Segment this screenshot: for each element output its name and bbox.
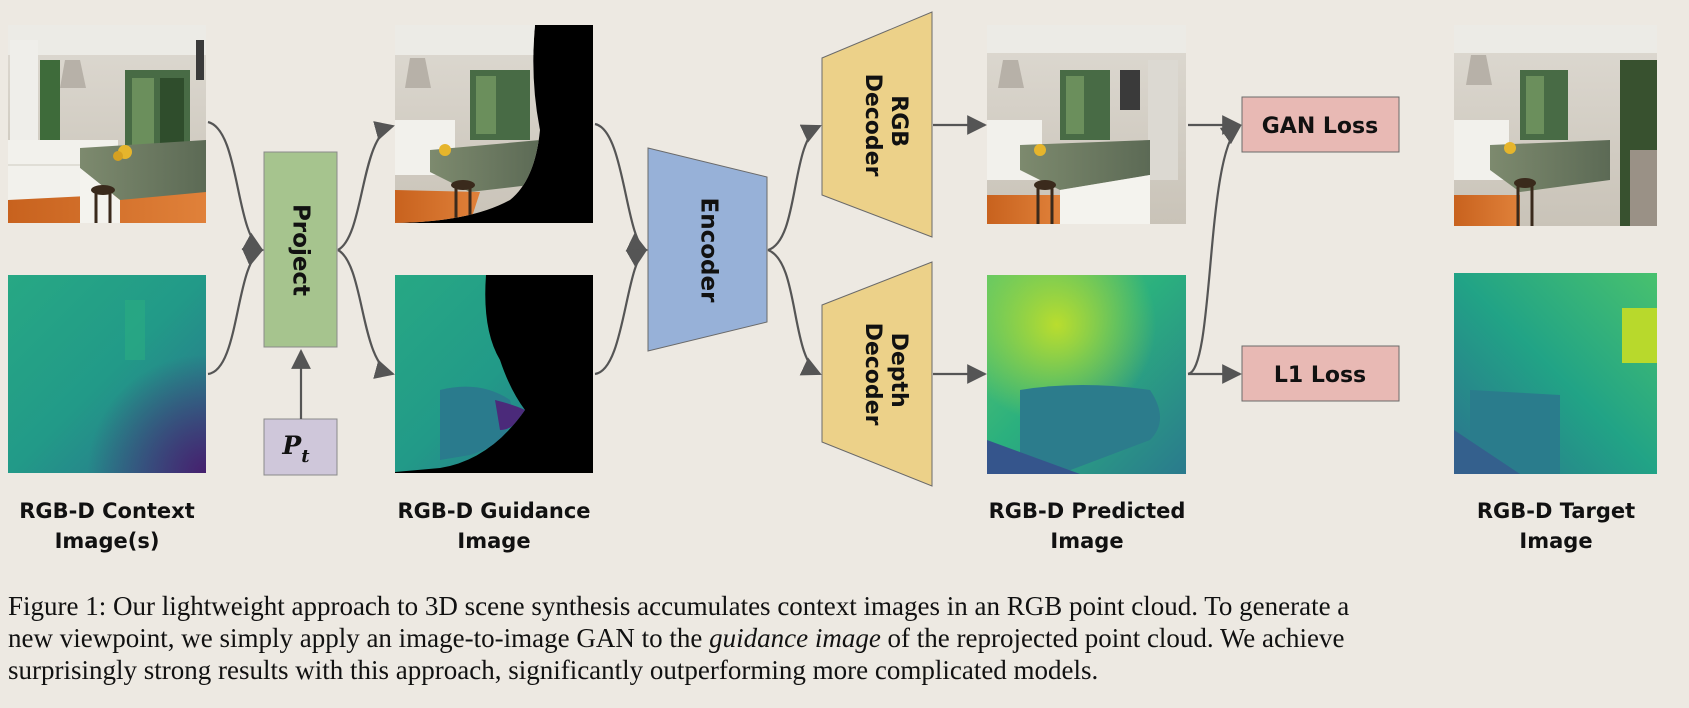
pose-subscript: t [301, 446, 310, 467]
rgb-decoder-label-line1: RGB [886, 95, 911, 147]
depth-decoder-label-line1: Depth [886, 333, 911, 408]
pipeline-diagram: Project Pt Encoder RGB Decoder Depth Dec… [8, 11, 1657, 487]
pose-block: Pt [263, 418, 338, 476]
figure-caption: Figure 1: Our lightweight approach to 3D… [8, 590, 1678, 686]
svg-text:Pt: Pt [281, 431, 310, 467]
rgb-target-image [1454, 25, 1657, 226]
project-block: Project [263, 151, 338, 348]
label-predicted-line1: RGB-D Predicted [988, 499, 1186, 523]
rgb-context-image [8, 25, 206, 223]
l1-loss-label: L1 Loss [1274, 363, 1366, 388]
label-guidance-line1: RGB-D Guidance [397, 499, 591, 523]
caption-line-2-start: new viewpoint, we simply apply an image-… [8, 623, 710, 653]
label-context-line2: Image(s) [54, 529, 160, 553]
rgb-guidance-image [395, 25, 593, 223]
label-context: RGB-D Context Image(s) [0, 496, 237, 556]
label-target-line2: Image [1519, 529, 1593, 553]
caption-emphasis: guidance image [709, 623, 881, 653]
caption-line-2: new viewpoint, we simply apply an image-… [8, 622, 1678, 654]
depth-predicted-image [987, 275, 1186, 474]
label-context-line1: RGB-D Context [19, 499, 195, 523]
arrow-encoder-to-rgb-decoder [767, 124, 822, 252]
encoder-block-label: Encoder [696, 198, 722, 304]
pose-symbol: P [281, 431, 302, 460]
encoder-block: Encoder [647, 147, 768, 352]
depth-decoder-label-line2: Decoder [860, 323, 885, 426]
caption-line-2-end: of the reprojected point cloud. We achie… [880, 623, 1345, 653]
depth-guidance-image [395, 275, 593, 473]
rgb-decoder-label-line2: Decoder [860, 74, 885, 177]
gan-loss-block: GAN Loss [1241, 96, 1400, 153]
rgb-decoder-block: RGB Decoder [821, 11, 933, 238]
arrow-project-to-guidance-depth [337, 249, 395, 379]
arrow-context-rgb-to-project [207, 120, 264, 251]
arrows [207, 115, 1242, 419]
arrow-project-to-guidance-rgb [337, 121, 395, 251]
gan-loss-label: GAN Loss [1262, 114, 1378, 139]
svg-text:RGB Decoder: RGB Decoder [860, 74, 911, 177]
svg-text:Depth Decoder: Depth Decoder [860, 323, 911, 426]
rgb-predicted-image [987, 25, 1186, 224]
arrow-context-depth-to-project [207, 248, 264, 376]
arrow-predicted-depth-to-gan-loss [1187, 124, 1242, 376]
depth-decoder-block: Depth Decoder [821, 261, 933, 487]
caption-line-3: surprisingly strong results with this ap… [8, 655, 1099, 685]
label-target: RGB-D Target Image [1426, 496, 1686, 556]
arrow-guidance-depth-to-encoder [594, 249, 648, 376]
depth-target-image [1454, 273, 1657, 474]
caption-line-1: Figure 1: Our lightweight approach to 3D… [8, 591, 1350, 621]
label-target-line1: RGB-D Target [1476, 499, 1636, 523]
l1-loss-block: L1 Loss [1241, 345, 1400, 402]
label-predicted-line2: Image [1050, 529, 1124, 553]
arrow-encoder-to-depth-decoder [767, 248, 822, 376]
project-block-label: Project [288, 204, 314, 296]
label-predicted: RGB-D Predicted Image [957, 496, 1217, 556]
label-guidance: RGB-D Guidance Image [364, 496, 624, 556]
arrow-guidance-rgb-to-encoder [594, 122, 648, 252]
depth-context-image [8, 275, 206, 473]
label-guidance-line2: Image [457, 529, 531, 553]
